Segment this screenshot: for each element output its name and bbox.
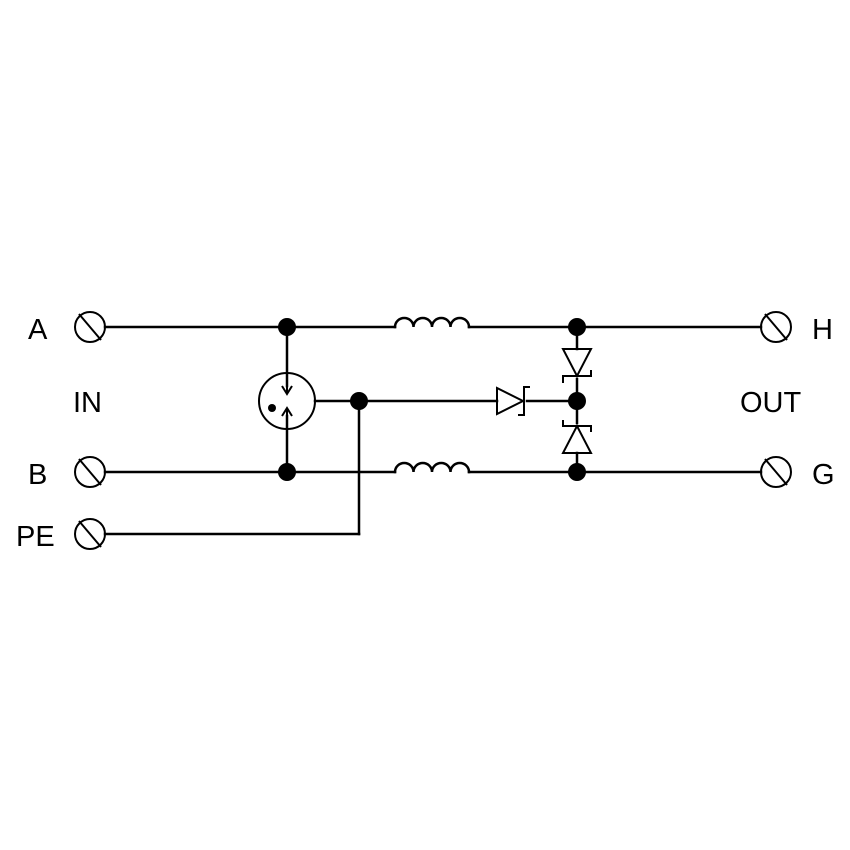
terminal-pe	[74, 518, 106, 550]
junction-dot	[278, 318, 296, 336]
junction-dot	[350, 392, 368, 410]
terminal-a	[74, 311, 106, 343]
junction-dot	[568, 463, 586, 481]
junction-dot	[568, 392, 586, 410]
tvs-diode-lower	[561, 420, 593, 454]
junction-dot	[278, 463, 296, 481]
terminal-label-h: H	[812, 314, 833, 346]
tvs-diode-horizontal	[496, 386, 530, 416]
output-group-label: OUT	[740, 387, 802, 419]
tvs-diode-upper	[561, 348, 593, 383]
inductor-top	[393, 316, 471, 329]
terminal-label-a: A	[28, 314, 48, 346]
input-group-label: IN	[73, 387, 102, 419]
gas-discharge-tube	[258, 372, 316, 430]
terminal-g	[760, 456, 792, 488]
terminal-label-g: G	[812, 459, 835, 491]
terminal-h	[760, 311, 792, 343]
terminal-b	[74, 456, 106, 488]
terminal-label-pe: PE	[16, 521, 55, 553]
wire-pe-line	[103, 399, 361, 536]
inductor-bottom	[393, 461, 471, 474]
terminal-label-b: B	[28, 459, 47, 491]
junction-dot	[568, 318, 586, 336]
